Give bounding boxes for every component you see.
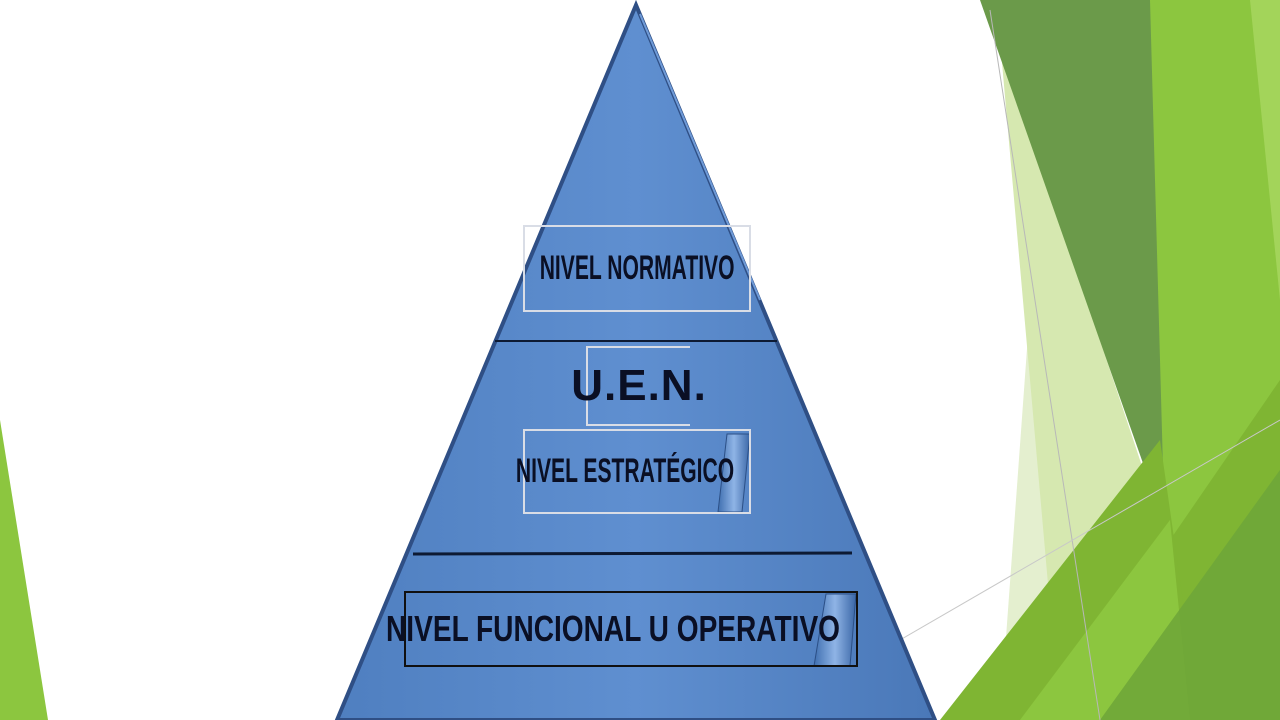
level-normativo-box: NIVEL NORMATIVO — [523, 225, 751, 312]
right-decor — [899, 0, 1280, 720]
divider-middle — [412, 551, 853, 556]
left-green-stripe — [0, 420, 48, 720]
level-funcional-label: NIVEL FUNCIONAL U OPERATIVO — [386, 608, 841, 649]
level-estrategico-label: NIVEL ESTRATÉGICO — [515, 452, 735, 490]
level-uen-box: U.E.N. — [571, 346, 706, 426]
level-uen-label: U.E.N. — [571, 361, 707, 410]
pyramid-edge-highlight — [639, 13, 761, 301]
level-funcional-box: NIVEL FUNCIONAL U OPERATIVO — [386, 591, 858, 667]
level-estrategico-box: NIVEL ESTRATÉGICO — [516, 429, 751, 514]
level-normativo-label: NIVEL NORMATIVO — [539, 249, 735, 287]
pyramid-shape — [334, 0, 938, 720]
